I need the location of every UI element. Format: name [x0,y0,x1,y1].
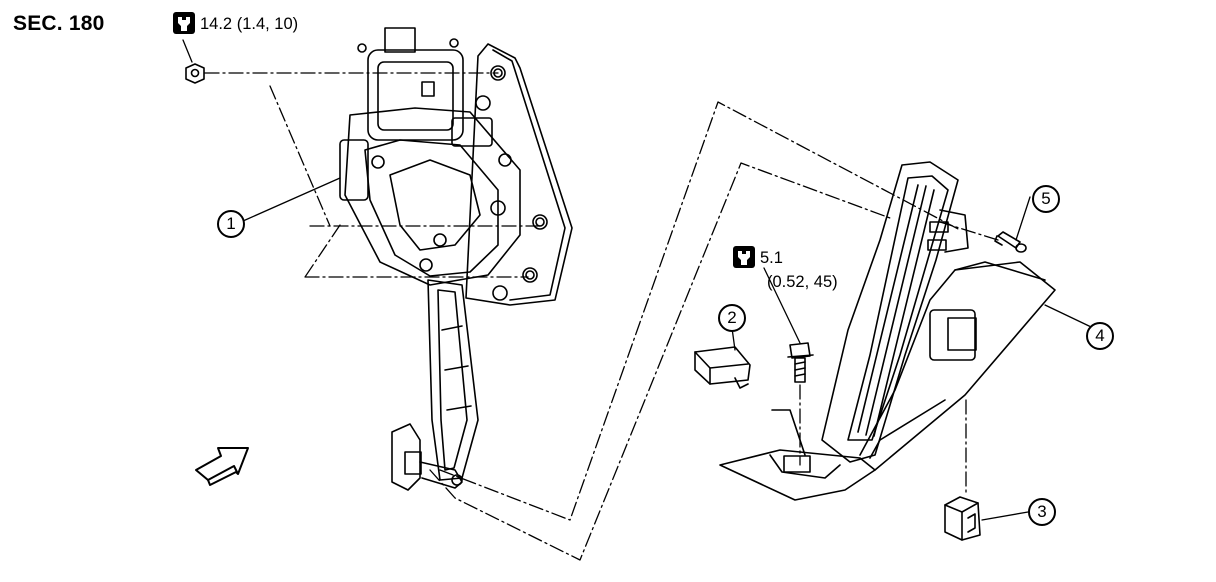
torque-wrench-icon [733,246,755,268]
torque-wrench-icon [173,12,195,34]
callout-3: 3 [1028,498,1056,526]
stopper-clip [944,496,981,541]
callout-1: 1 [217,210,245,238]
callout-4: 4 [1086,322,1114,350]
torque-value: 14.2 (1.4, 10) [200,15,299,33]
callout-5: 5 [1032,185,1060,213]
torque-spec-nut: 14.2 (1.4, 10) [173,12,298,35]
nut-fastener [185,63,205,84]
mounting-bolt [787,342,814,383]
torque-value: 5.1 [760,249,783,267]
pedal-pad-bracket [719,161,1056,501]
accelerator-pedal-assembly [339,27,573,491]
callout-2: 2 [718,304,746,332]
torque-spec-bolt: 5.1 [733,246,783,269]
pedal-stopper-bracket [694,346,751,389]
pivot-pin [994,231,1027,253]
front-direction-arrow-icon [195,447,249,486]
leader-lines [182,39,1111,521]
torque-value-units: (0.52, 45) [767,273,838,291]
assembly-lines [204,72,999,561]
section-label: SEC. 180 [13,12,105,35]
